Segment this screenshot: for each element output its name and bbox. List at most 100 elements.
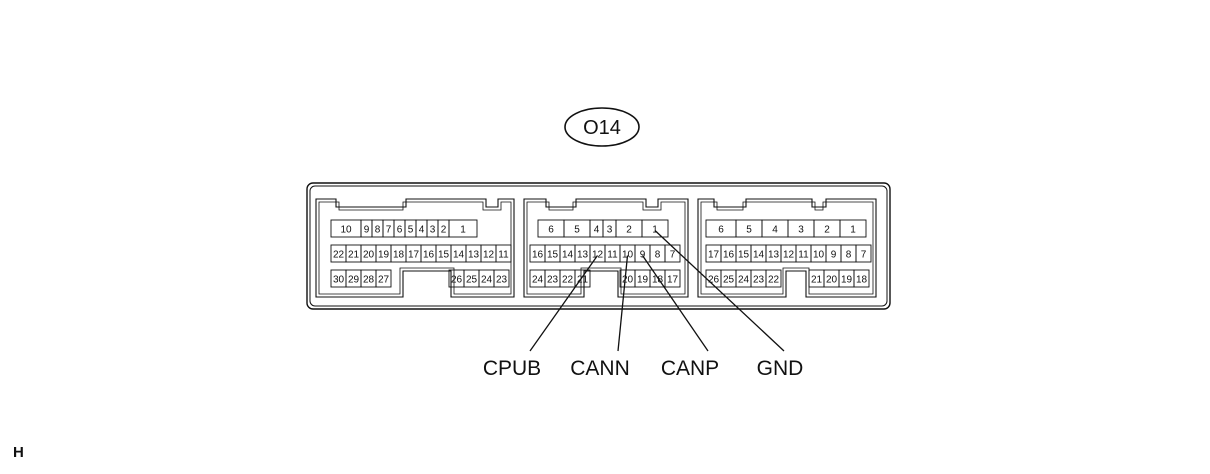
pin-number: 4 [419, 225, 425, 236]
pin-number: 3 [430, 225, 436, 236]
pin-number: 19 [378, 250, 390, 261]
pin-cell [855, 244, 872, 263]
pin-number: 9 [640, 250, 646, 261]
pin-cell [448, 219, 478, 238]
pin-number: 23 [547, 275, 559, 286]
pin-number: 10 [622, 250, 634, 261]
pin-number: 20 [622, 275, 634, 286]
pin-number: 30 [333, 275, 345, 286]
pin-number: 6 [397, 225, 403, 236]
pin-number: 6 [548, 225, 554, 236]
pin-number: 4 [772, 225, 778, 236]
pin-number: 19 [637, 275, 649, 286]
pin-number: 17 [408, 250, 420, 261]
pin-cell [765, 269, 782, 288]
pin-number: 14 [562, 250, 574, 261]
pin-number: 11 [798, 250, 809, 261]
pin-number: 24 [532, 275, 544, 286]
pin-number: 11 [607, 250, 618, 261]
pin-number: 10 [813, 250, 825, 261]
pin-number: 13 [577, 250, 589, 261]
pin-number: 2 [441, 225, 447, 236]
pin-cell [839, 219, 867, 238]
pin-cell [495, 244, 512, 263]
pin-number: 14 [453, 250, 465, 261]
pin-number: 13 [768, 250, 780, 261]
signal-labels: CPUB CANN CANP GND [483, 357, 804, 380]
pin-number: 23 [496, 275, 508, 286]
pin-number: 7 [861, 250, 867, 261]
pin-number: 5 [746, 225, 752, 236]
pin-number: 19 [841, 275, 853, 286]
pin-cell [493, 269, 510, 288]
connector-block-middle [523, 198, 689, 298]
pin-number: 4 [594, 225, 600, 236]
pin-cell [641, 219, 669, 238]
pin-number: 21 [811, 275, 823, 286]
pin-number: 8 [655, 250, 661, 261]
leader-line-canp [641, 255, 709, 352]
pin-number: 16 [723, 250, 735, 261]
pin-number: 17 [708, 250, 720, 261]
pin-number: 2 [626, 225, 632, 236]
pin-number: 14 [753, 250, 765, 261]
pin-number: 21 [577, 275, 589, 286]
pin-number: 24 [481, 275, 493, 286]
pin-number: 3 [607, 225, 613, 236]
pin-number: 26 [451, 275, 463, 286]
signal-label-cpub: CPUB [483, 357, 541, 380]
pin-number: 18 [856, 275, 868, 286]
pin-number: 22 [333, 250, 345, 261]
pin-number: 20 [826, 275, 838, 286]
pin-number: 3 [798, 225, 804, 236]
pin-number: 9 [831, 250, 837, 261]
pin-number: 26 [708, 275, 720, 286]
pin-number: 24 [738, 275, 750, 286]
pin-number: 1 [850, 225, 856, 236]
corner-note: H [13, 444, 24, 461]
pin-cell [574, 269, 591, 288]
pin-cell [853, 269, 870, 288]
leader-line-cpub [529, 255, 599, 352]
connector-housing [306, 182, 891, 310]
pin-number: 21 [348, 250, 360, 261]
pin-number: 16 [423, 250, 435, 261]
pin-number: 17 [667, 275, 679, 286]
pin-number: 23 [753, 275, 765, 286]
pin-number: 9 [364, 225, 370, 236]
pin-number: 7 [386, 225, 392, 236]
pin-number: 5 [574, 225, 580, 236]
leader-line-cann [617, 255, 629, 352]
pin-number: 25 [723, 275, 735, 286]
pin-number: 12 [592, 250, 604, 261]
pin-number: 22 [768, 275, 780, 286]
pin-number: 20 [363, 250, 375, 261]
pin-number: 18 [393, 250, 405, 261]
pin-number: 27 [378, 275, 390, 286]
pin-number: 15 [738, 250, 750, 261]
signal-leaders [529, 230, 785, 352]
pin-number: 18 [652, 275, 664, 286]
pin-number: 29 [348, 275, 360, 286]
pin-number: 12 [783, 250, 795, 261]
signal-label-cann: CANN [570, 357, 630, 380]
pin-number: 13 [468, 250, 480, 261]
signal-label-gnd: GND [757, 357, 804, 380]
connector-id: O14 [583, 117, 621, 139]
pin-number: 7 [670, 250, 676, 261]
pin-number: 1 [652, 225, 658, 236]
pin-number: 25 [466, 275, 478, 286]
pin-number: 16 [532, 250, 544, 261]
pin-number: 10 [340, 225, 352, 236]
connector-block-right [697, 198, 877, 298]
connector-block-left [315, 198, 515, 298]
pin-number: 15 [547, 250, 559, 261]
leader-line-gnd [654, 230, 785, 352]
pin-cell [664, 269, 681, 288]
pin-cell [375, 269, 392, 288]
signal-label-canp: CANP [661, 357, 719, 380]
pin-number: 8 [375, 225, 381, 236]
pin-number: 8 [846, 250, 852, 261]
